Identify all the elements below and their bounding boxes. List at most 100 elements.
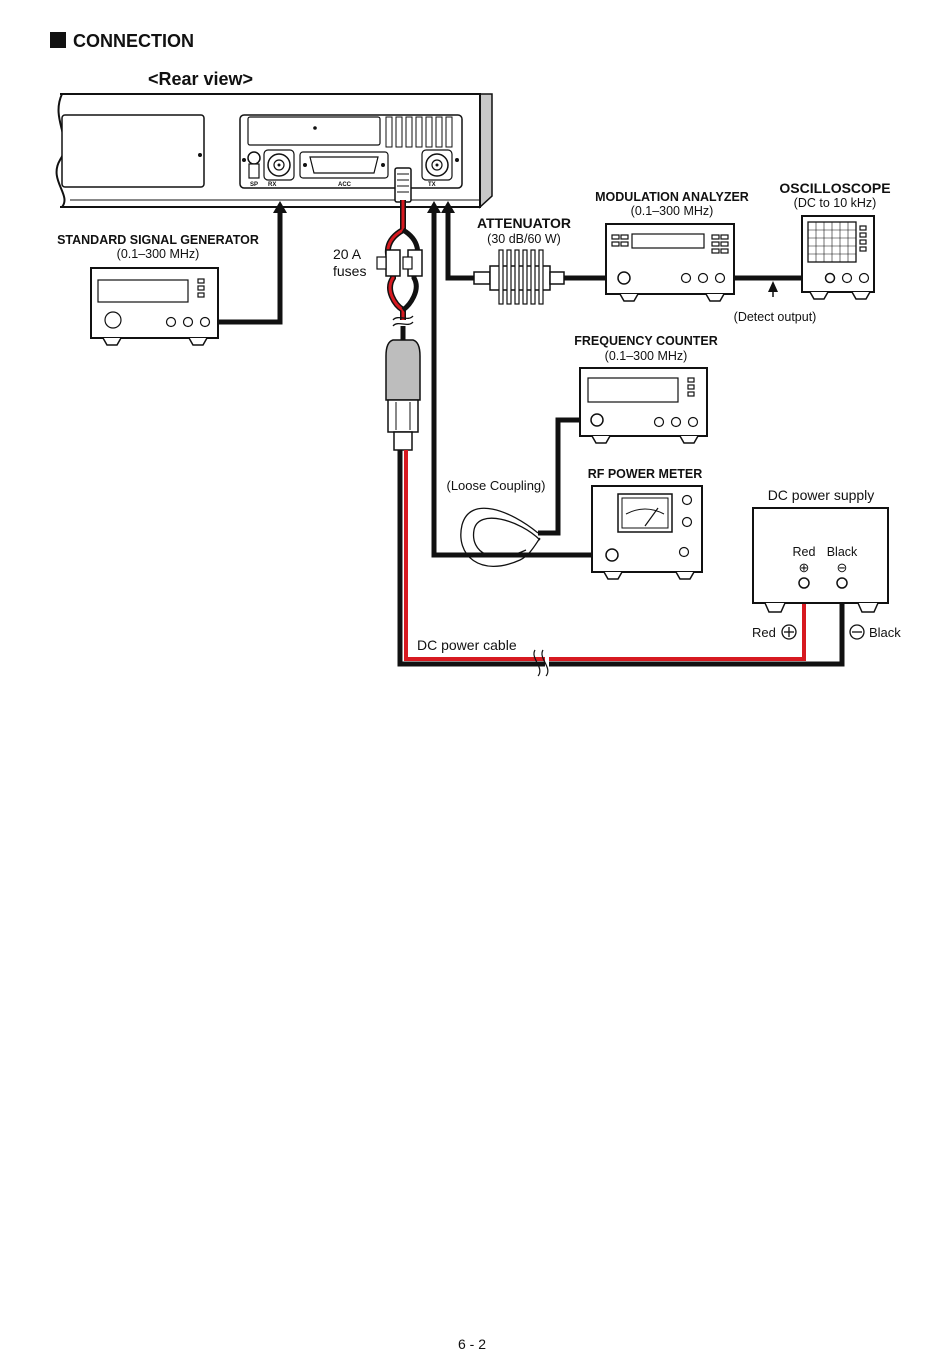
jack-icon	[687, 416, 699, 428]
loose-coupling-loop	[460, 507, 541, 567]
oscilloscope: OSCILLOSCOPE (DC to 10 kHz)	[779, 180, 891, 300]
cable-break-mark	[392, 321, 414, 327]
button-icon	[859, 225, 867, 231]
cable-coupling-to-frequency-counter	[538, 417, 597, 536]
arrow-up-icon	[441, 201, 455, 213]
rf-input-jack-icon	[590, 413, 604, 427]
plus-circle-icon	[781, 624, 797, 640]
oscilloscope-range: (DC to 10 kHz)	[794, 196, 877, 210]
rear-cover-plate	[61, 114, 205, 188]
jack-icon	[182, 316, 194, 328]
button-icon	[197, 278, 205, 284]
jack-icon	[165, 316, 177, 328]
attenuator-spec: (30 dB/60 W)	[487, 232, 561, 246]
port-label-acc: ACC	[338, 182, 352, 188]
attenuator-input-connector	[473, 271, 491, 285]
acc-connector-icon	[299, 151, 389, 179]
button-icon	[620, 234, 629, 240]
arrow-up-icon	[427, 201, 441, 213]
button-icon	[687, 384, 695, 390]
dc-power-supply-body	[752, 507, 889, 604]
knob-icon	[104, 311, 122, 329]
knob-icon	[681, 494, 693, 506]
attenuator: ATTENUATOR (30 dB/60 W)	[473, 215, 571, 305]
button-icon	[720, 234, 729, 240]
page-number: 6 - 2	[458, 1336, 486, 1352]
button-icon	[620, 241, 629, 247]
panel-screw	[455, 158, 459, 162]
jack-icon	[697, 272, 709, 284]
rf-input-jack-icon	[605, 548, 619, 562]
oscilloscope-screen	[807, 221, 857, 263]
cable-break-mark	[392, 315, 414, 321]
fuse-holder-icon	[402, 249, 423, 277]
minus-symbol-icon: ⊖	[837, 560, 848, 575]
attenuator-fins	[498, 249, 544, 305]
button-icon	[611, 234, 620, 240]
negative-terminal-icon	[836, 577, 848, 589]
terminal-label-red: Red	[793, 545, 816, 559]
button-icon	[711, 248, 720, 254]
dc-plug-connector-icon	[385, 339, 421, 451]
dc-cable-black-to-supply	[549, 583, 845, 667]
button-icon	[711, 234, 720, 240]
port-label-tx: TX	[428, 182, 436, 188]
button-icon	[720, 241, 729, 247]
section-bullet-square	[50, 32, 66, 48]
rf-output-jack-icon	[199, 316, 211, 328]
arrow-up-icon	[273, 201, 287, 213]
button-icon	[859, 239, 867, 245]
cable-tx-to-rf-power-meter	[431, 210, 612, 558]
frequency-counter: FREQUENCY COUNTER (0.1–300 MHz)	[574, 334, 718, 444]
jack-icon	[670, 416, 682, 428]
jack-icon	[858, 272, 870, 284]
frequency-counter-title: FREQUENCY COUNTER	[574, 334, 718, 348]
detect-output-jack-icon	[714, 272, 726, 284]
frequency-counter-display	[587, 377, 679, 403]
minus-circle-icon	[849, 624, 865, 640]
dc-power-cable-label: DC power cable	[417, 637, 517, 653]
dc-power-supply: DC power supply Red Black ⊕ ⊖	[752, 487, 889, 613]
cable-signal-generator-to-rx	[205, 210, 283, 325]
fuse-holder-icon	[376, 249, 401, 277]
modulation-analyzer: MODULATION ANALYZER (0.1–300 MHz)	[595, 190, 749, 302]
signal-generator-display	[97, 279, 189, 303]
rx-antenna-connector-icon	[263, 149, 295, 181]
modulation-analyzer-range: (0.1–300 MHz)	[631, 204, 714, 218]
panel-screw	[313, 126, 317, 130]
jack-icon	[678, 546, 690, 558]
sp-jack-icon	[247, 151, 261, 179]
heatsink-fins	[385, 116, 453, 148]
signal-generator-title: STANDARD SIGNAL GENERATOR	[57, 233, 259, 247]
jack-icon	[680, 272, 692, 284]
jack-icon	[653, 416, 665, 428]
analog-meter-icon	[617, 493, 673, 533]
input-jack-icon	[824, 272, 836, 284]
button-icon	[720, 248, 729, 254]
dc-power-supply-title: DC power supply	[768, 487, 875, 503]
equipment-feet	[591, 435, 699, 444]
equipment-feet	[102, 337, 208, 346]
rear-view-label: <Rear view>	[148, 69, 253, 89]
loose-coupling-label: (Loose Coupling)	[446, 478, 545, 493]
fuses-label-line1: 20 A	[333, 246, 362, 262]
terminal-label-black: Black	[827, 545, 858, 559]
equipment-feet	[764, 602, 879, 613]
button-icon	[859, 232, 867, 238]
modulation-analyzer-title: MODULATION ANALYZER	[595, 190, 749, 204]
rf-power-meter-title: RF POWER METER	[588, 467, 703, 481]
positive-terminal-icon	[798, 577, 810, 589]
cable-break-mark	[541, 649, 549, 677]
button-icon	[687, 377, 695, 383]
detect-output-label: (Detect output)	[734, 310, 817, 324]
button-icon	[687, 391, 695, 397]
cable-label-black: Black	[869, 625, 901, 640]
loose-coupling-loop-inner	[472, 517, 541, 558]
equipment-feet	[603, 571, 695, 580]
knob-icon	[681, 516, 693, 528]
attenuator-title: ATTENUATOR	[477, 215, 571, 231]
tx-antenna-connector-icon	[421, 149, 453, 181]
equipment-feet	[619, 293, 725, 302]
port-label-sp: SP	[250, 182, 258, 188]
dc-cable-red-run	[404, 450, 545, 661]
